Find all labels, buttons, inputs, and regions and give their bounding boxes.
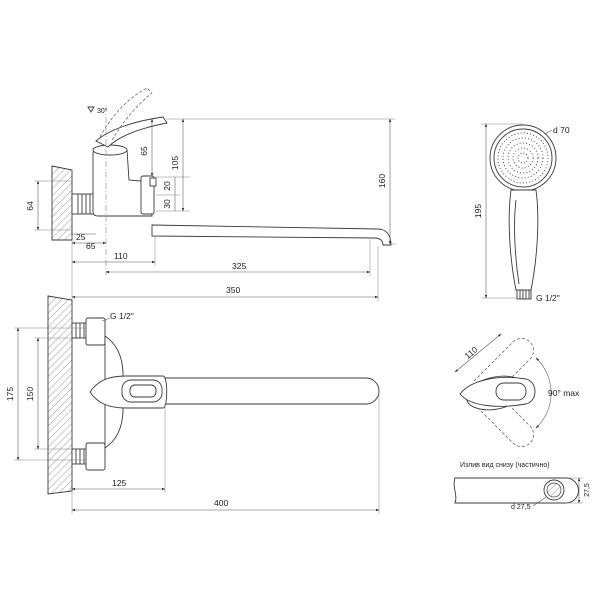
dim-label-d27-5: d 27,5 — [511, 504, 531, 511]
rotation-view: 110 90° max — [454, 333, 580, 447]
shower-thread — [516, 289, 532, 300]
spout-top — [154, 377, 380, 405]
connector-bottom — [71, 442, 106, 471]
dimension-30: 30 — [162, 195, 176, 211]
eccentric-connector — [71, 193, 97, 215]
connector-top — [71, 317, 106, 346]
shower-head — [489, 124, 557, 192]
lever-raised-position — [99, 87, 153, 143]
dimension-65-width: 65 — [71, 241, 107, 251]
dim-label-20: 20 — [162, 181, 172, 191]
dim-label-125: 125 — [112, 478, 126, 488]
dimension-110-rotation: 110 — [454, 333, 502, 373]
lever-rotation — [459, 376, 536, 407]
dimension-105: 105 — [170, 118, 185, 212]
dimension-350: 350 — [71, 285, 379, 299]
dim-label-65-width: 65 — [86, 241, 96, 251]
dim-label-150: 150 — [25, 387, 35, 401]
angle-marker — [87, 106, 95, 113]
side-view: 64 30° 65 — [25, 87, 396, 301]
dimension-110: 110 — [71, 251, 156, 264]
dimension-195: 195 — [473, 123, 523, 299]
dimension-65-height: 65 — [139, 118, 154, 177]
spout — [151, 224, 392, 246]
spout-bottom-caption: Излив вид снизу (частично) — [460, 462, 550, 469]
dim-label-110: 110 — [114, 251, 128, 261]
dimension-d27-5: d 27,5 — [511, 496, 547, 511]
hand-shower: 195 d 70 G 1/2" — [473, 123, 570, 303]
dim-label-175: 175 — [5, 387, 15, 401]
dimension-d70: d 70 — [544, 125, 570, 135]
dim-label-350: 350 — [226, 285, 240, 295]
wall-section — [51, 165, 73, 241]
dim-label-325: 325 — [232, 261, 246, 271]
dim-label-105: 105 — [170, 156, 180, 170]
dimension-64: 64 — [25, 180, 72, 231]
rotation-arc — [535, 357, 552, 429]
diverter-knob — [149, 177, 157, 187]
dimension-150: 150 — [25, 337, 72, 450]
lever-handle — [95, 116, 168, 148]
dimension-27-5: 27,5 — [566, 477, 591, 504]
dimension-20: 20 — [162, 177, 176, 195]
shower-thread-label: G 1/2" — [536, 293, 560, 303]
cartridge-cap — [92, 144, 128, 156]
wall-section-top — [47, 295, 73, 495]
dim-label-27-5: 27,5 — [584, 483, 591, 497]
dim-label-110-rotation: 110 — [463, 344, 480, 361]
aerator-mesh — [546, 482, 562, 498]
spout-rotated-up — [473, 338, 534, 399]
spout-bottom-view: Излив вид снизу (частично) 27,5 d 27,5 — [453, 462, 591, 511]
dimension-325: 325 — [105, 261, 371, 274]
dim-label-400: 400 — [214, 498, 228, 508]
spout-rotated-down — [473, 386, 534, 447]
dim-label-25: 25 — [76, 232, 86, 242]
dimension-175: 175 — [5, 327, 86, 461]
dim-label-d70: d 70 — [553, 125, 570, 135]
shower-handle — [508, 189, 539, 291]
angle-label-30: 30° — [97, 107, 108, 115]
dimension-400: 400 — [71, 498, 380, 512]
dim-label-160: 160 — [377, 174, 387, 188]
dimension-125: 125 — [71, 478, 166, 491]
dim-label-30: 30 — [162, 199, 172, 209]
dim-label-195: 195 — [473, 204, 483, 218]
rotation-angle-label: 90° max — [548, 388, 580, 398]
connector-thread-label: G 1/2" — [110, 311, 134, 321]
dimension-160: 160 — [377, 118, 392, 245]
dim-label-64: 64 — [25, 201, 35, 211]
top-view: G 1/2" 175 150 125 400 — [5, 295, 380, 514]
dimension-25: 25 — [72, 232, 96, 242]
dim-label-65-height: 65 — [139, 146, 149, 156]
